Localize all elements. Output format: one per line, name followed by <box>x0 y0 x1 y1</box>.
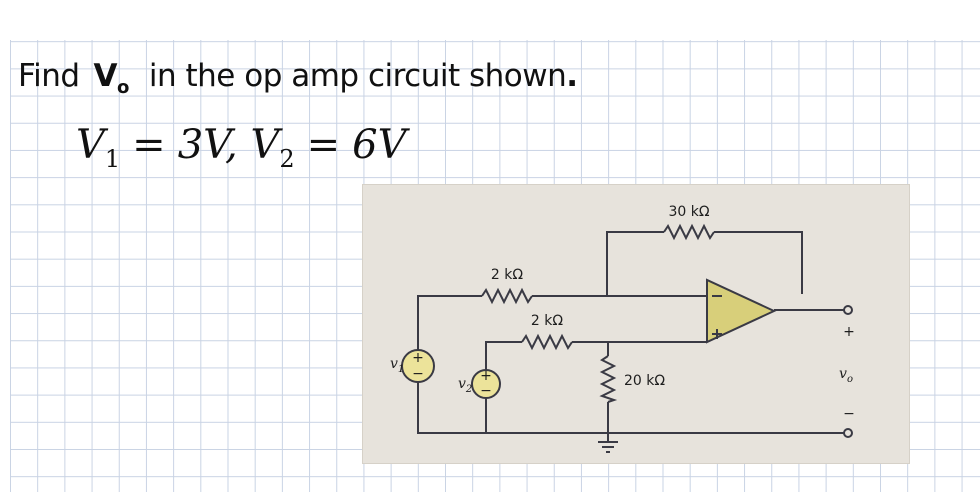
source-v1-plus: + <box>412 350 424 366</box>
output-terminal-top <box>843 305 853 315</box>
resistor-30k <box>663 223 715 241</box>
label-30k: 30 kΩ <box>668 204 709 220</box>
label-out-plus: + <box>843 324 855 340</box>
label-v1: v1 <box>390 356 404 375</box>
label-out-minus: − <box>843 406 855 422</box>
circuit-photo: + − + − 30 kΩ 2 kΩ 2 kΩ 20 kΩ v1 v2 + vo… <box>362 184 910 464</box>
resistor-20k <box>599 355 618 403</box>
ground-icon <box>598 441 618 453</box>
given-v1-value: 3V <box>177 122 226 168</box>
given-v1-subscript: 1 <box>104 145 121 173</box>
circuit-wires <box>417 231 844 442</box>
wire-v1-top <box>417 295 482 350</box>
given-values: V1=3V, V2=6V <box>76 122 407 173</box>
given-v2-subscript: 2 <box>279 145 295 173</box>
source-v2-minus: − <box>480 383 492 399</box>
wire-feedback-left <box>606 231 664 296</box>
wire-feedback-right <box>714 231 803 294</box>
paper-margin-top <box>0 0 980 40</box>
opamp-plus-icon <box>712 329 722 339</box>
wire-v2-top <box>485 341 522 370</box>
circuit-diagram: + − + − 30 kΩ 2 kΩ 2 kΩ 20 kΩ v1 v2 + vo… <box>362 184 910 464</box>
question-rest: in the op amp circuit shown <box>148 58 567 94</box>
question-vo: Vo <box>93 58 130 99</box>
question-find: Find <box>18 58 80 94</box>
question-period: . <box>566 58 578 94</box>
label-vo: vo <box>839 366 853 385</box>
resistor-2k-mid <box>521 333 573 351</box>
opamp-icon <box>706 278 777 344</box>
given-equals-2: = <box>306 122 341 168</box>
paper-margin-left <box>0 0 10 492</box>
source-v2-plus: + <box>480 368 492 384</box>
question-text: Find Vo in the op amp circuit shown. <box>18 58 578 98</box>
source-v2-icon <box>471 369 501 399</box>
label-v2: v2 <box>458 376 472 395</box>
label-2k-top: 2 kΩ <box>491 267 523 283</box>
given-equals-1: = <box>132 122 166 168</box>
label-20k: 20 kΩ <box>624 373 665 389</box>
source-v1-icon <box>401 349 435 383</box>
output-terminal-bottom <box>843 428 853 438</box>
resistor-2k-top <box>481 287 533 305</box>
given-comma: , <box>225 122 238 168</box>
given-v2-symbol: V <box>250 122 280 168</box>
label-2k-mid: 2 kΩ <box>531 313 563 329</box>
given-v2-value: 6V <box>352 122 407 168</box>
source-v1-minus: − <box>412 366 424 382</box>
given-v1-symbol: V <box>76 122 105 168</box>
photo-background <box>362 184 910 464</box>
